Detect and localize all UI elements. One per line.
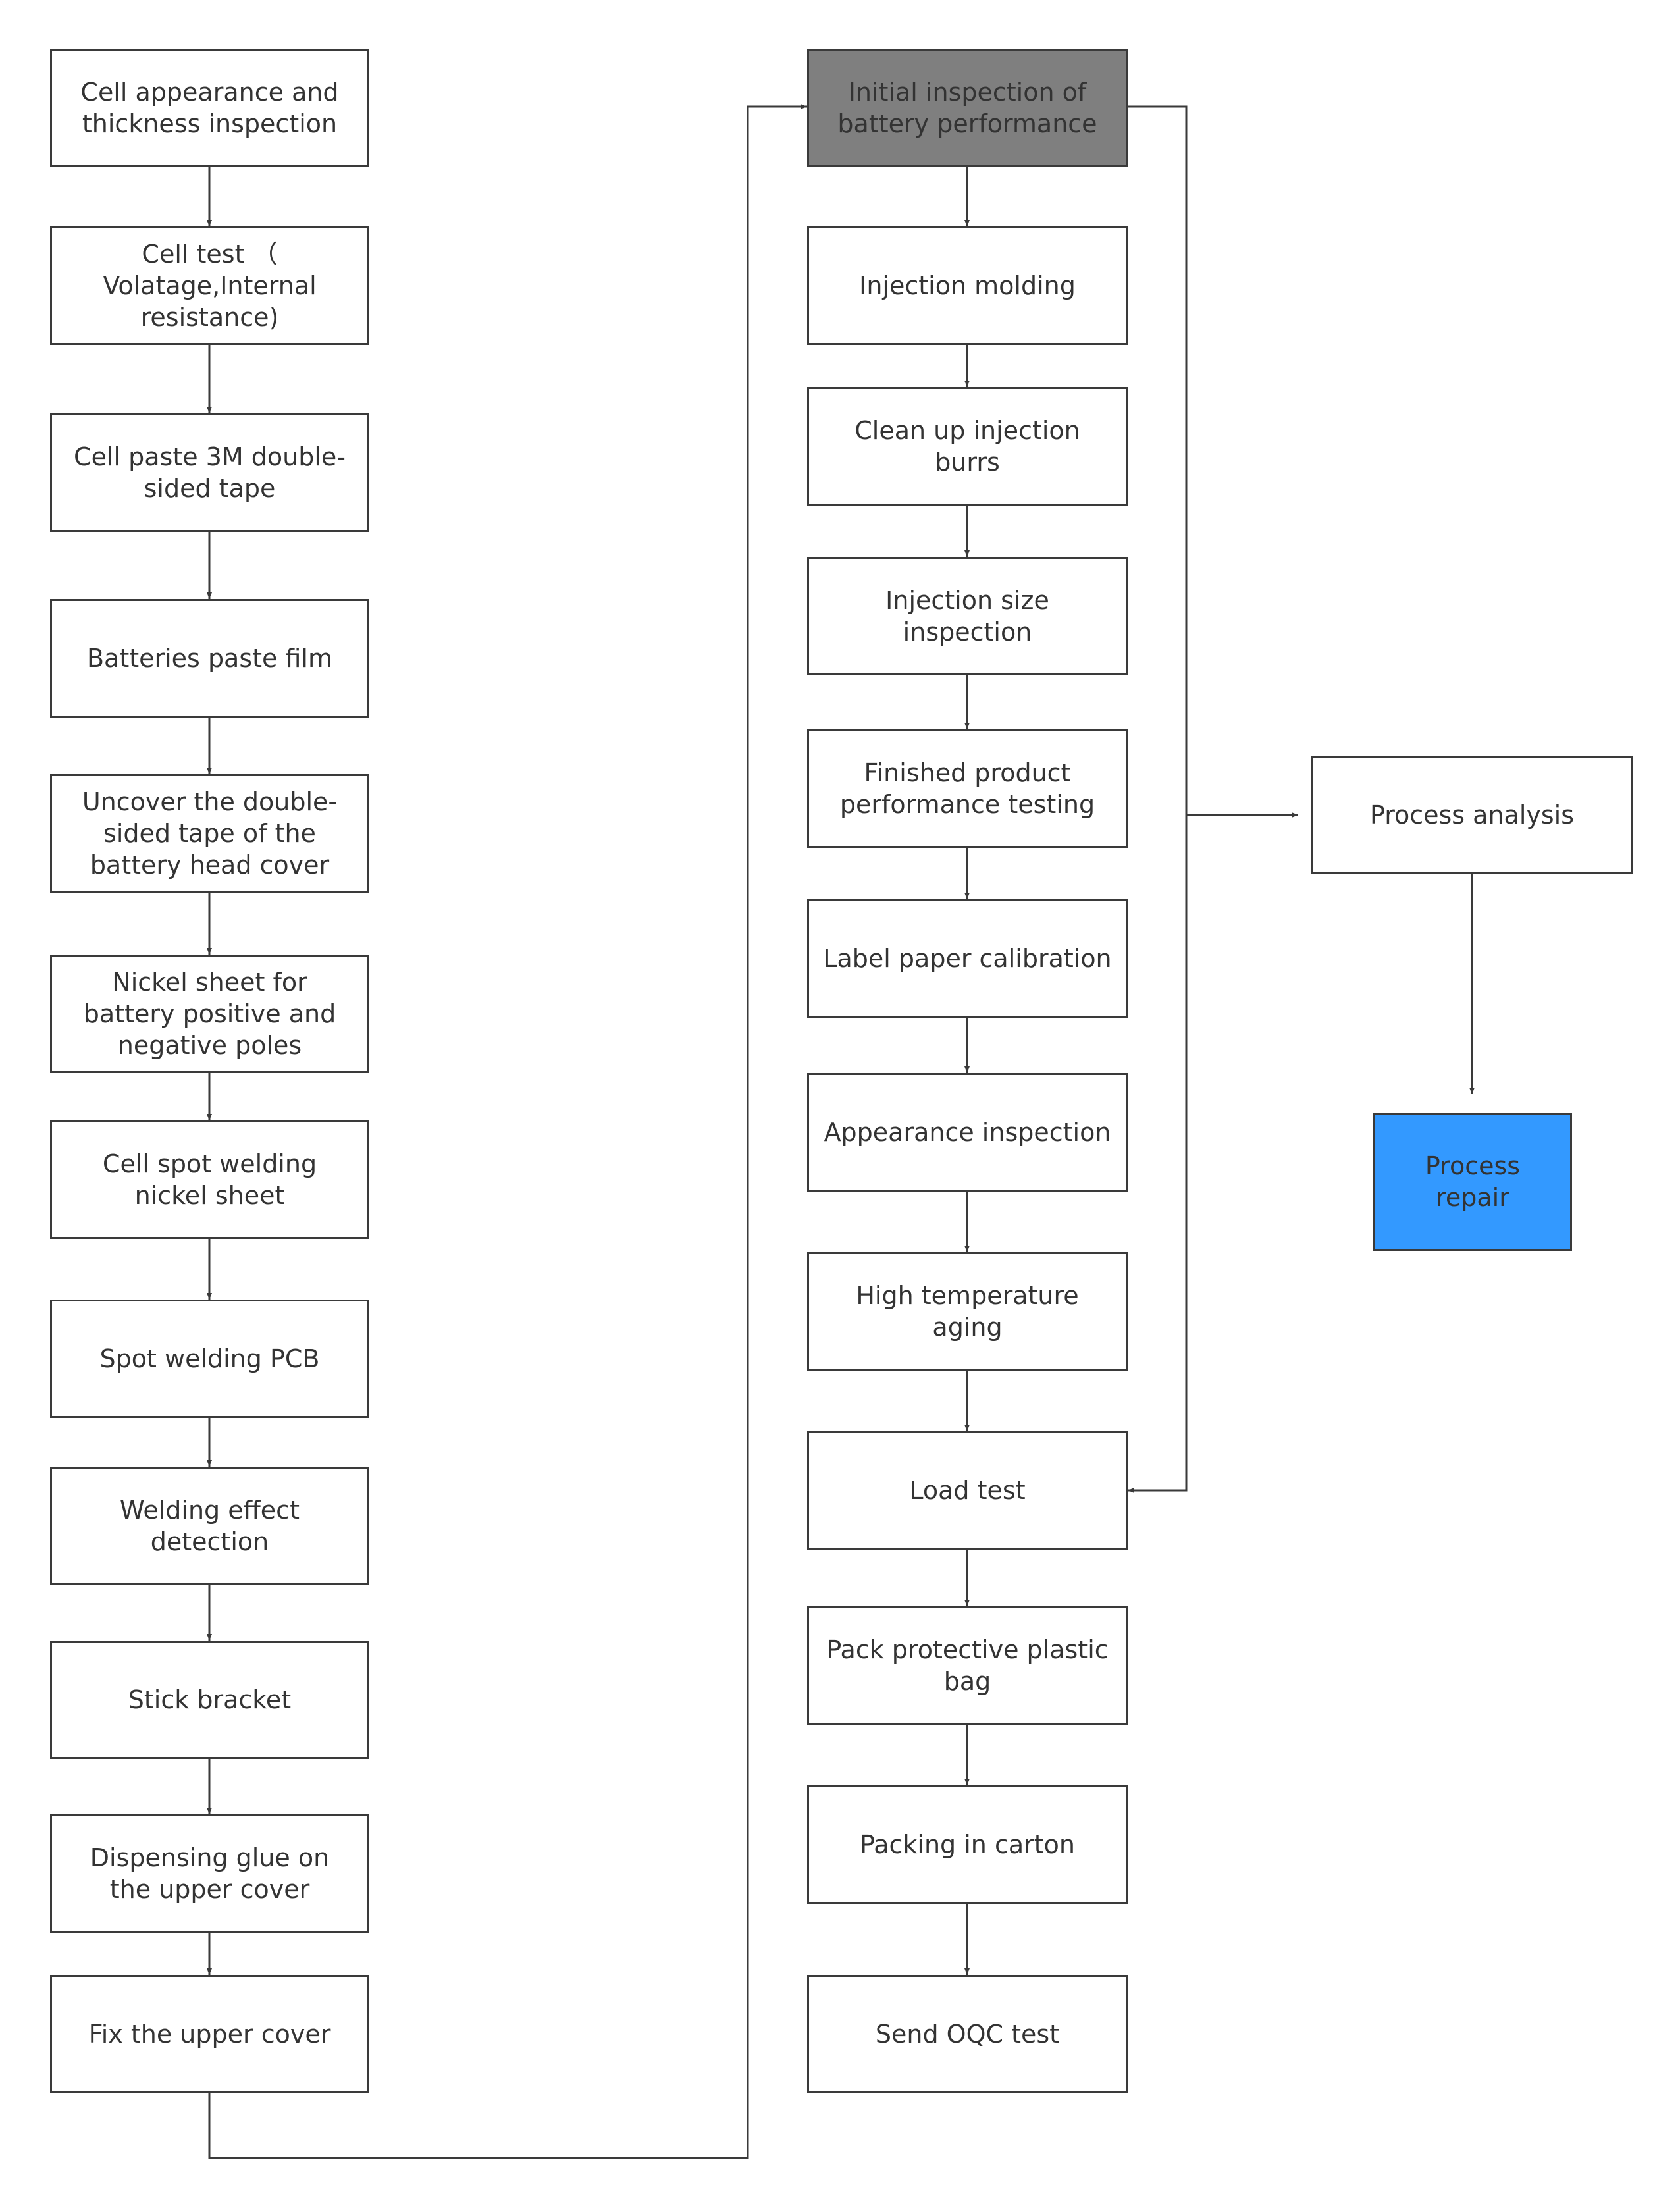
step-label-paper-calibration: Label paper calibration xyxy=(807,899,1128,1018)
step-injection-size-inspection: Injection size inspection xyxy=(807,557,1128,675)
step-process-repair: Process repair xyxy=(1373,1113,1572,1251)
step-appearance-inspection: Appearance inspection xyxy=(807,1073,1128,1192)
step-high-temperature-aging: High temperature aging xyxy=(807,1252,1128,1371)
step-injection-molding: Injection molding xyxy=(807,226,1128,345)
step-cell-test: Cell test （ Volatage,Internal resistance… xyxy=(50,226,369,345)
connector-initial-to-load-test xyxy=(1128,105,1188,1493)
step-dispensing-glue: Dispensing glue on the upper cover xyxy=(50,1814,369,1933)
step-spot-welding-pcb: Spot welding PCB xyxy=(50,1300,369,1418)
step-process-analysis: Process analysis xyxy=(1311,756,1633,874)
step-pack-plastic-bag: Pack protective plastic bag xyxy=(807,1606,1128,1725)
step-stick-bracket: Stick bracket xyxy=(50,1641,369,1759)
step-fix-upper-cover: Fix the upper cover xyxy=(50,1975,369,2093)
step-cell-paste-tape: Cell paste 3M double- sided tape xyxy=(50,413,369,532)
step-cell-spot-welding: Cell spot welding nickel sheet xyxy=(50,1120,369,1239)
step-nickel-sheet: Nickel sheet for battery positive and ne… xyxy=(50,955,369,1073)
step-finished-product-testing: Finished product performance testing xyxy=(807,729,1128,848)
step-packing-in-carton: Packing in carton xyxy=(807,1785,1128,1904)
step-welding-effect-detection: Welding effect detection xyxy=(50,1467,369,1585)
step-uncover-tape: Uncover the double- sided tape of the ba… xyxy=(50,774,369,893)
step-batteries-paste-film: Batteries paste film xyxy=(50,599,369,718)
step-send-oqc-test: Send OQC test xyxy=(807,1975,1128,2093)
connector-left-to-middle xyxy=(208,104,807,2159)
step-clean-injection-burrs: Clean up injection burrs xyxy=(807,387,1128,506)
step-load-test: Load test xyxy=(807,1431,1128,1550)
step-cell-appearance-inspection: Cell appearance and thickness inspection xyxy=(50,49,369,167)
step-initial-inspection: Initial inspection of battery performanc… xyxy=(807,49,1128,167)
